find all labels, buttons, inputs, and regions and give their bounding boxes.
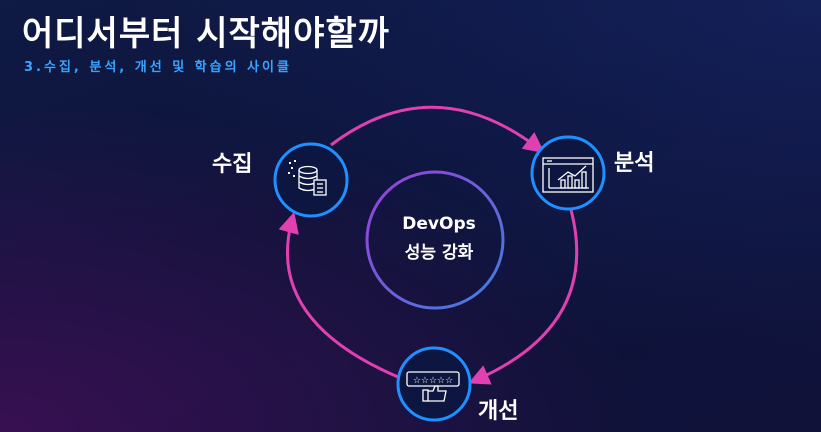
center-circle	[365, 170, 505, 310]
database-icon	[288, 160, 327, 196]
node-improve: ☆☆☆☆☆	[396, 346, 472, 422]
svg-text:☆☆☆☆☆: ☆☆☆☆☆	[413, 376, 453, 386]
node-label-improve: 개선	[478, 399, 519, 424]
arrow-improve-to-collect	[278, 211, 399, 379]
node-analyze	[530, 135, 606, 211]
arrow-collect-to-analyze	[330, 105, 545, 154]
node-collect	[273, 142, 349, 218]
arrow-analyze-to-improve	[468, 195, 579, 385]
center-label: DevOps 성능 강화	[372, 214, 506, 263]
node-label-collect: 수집	[212, 152, 253, 177]
page-subtitle: 3.수집, 분석, 개선 및 학습의 사이클	[24, 60, 292, 75]
page-title: 어디서부터 시작해야할까	[22, 14, 390, 54]
center-label-line2: 성능 강화	[404, 243, 474, 263]
center-label-line1: DevOps	[402, 214, 476, 234]
thumbs-up-rating-icon: ☆☆☆☆☆	[406, 371, 460, 402]
analytics-chart-icon	[542, 157, 594, 193]
node-label-analyze: 분석	[614, 151, 655, 176]
